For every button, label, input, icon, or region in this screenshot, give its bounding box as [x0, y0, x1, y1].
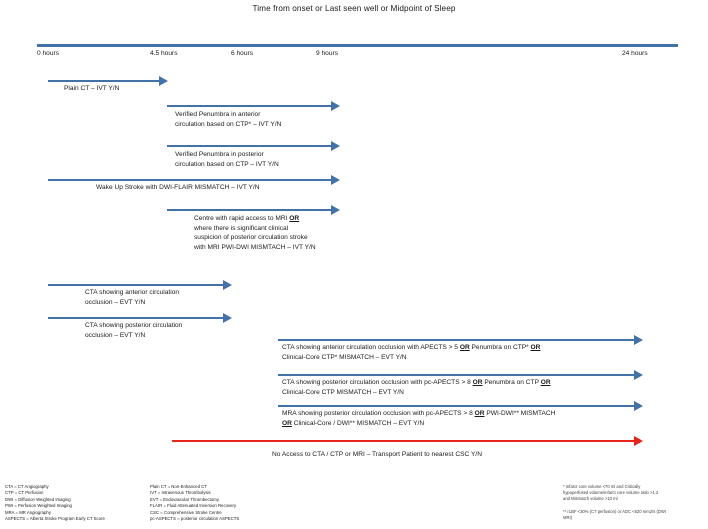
- arrow-head-icon: [634, 401, 643, 411]
- timeline-axis: [37, 44, 678, 47]
- pathway-arrow-cta-anterior-apects-evt: [278, 335, 643, 345]
- arrow-head-icon: [331, 205, 340, 215]
- legend-entry-item: PWI = Perfusion Weighted Imaging: [5, 503, 72, 509]
- pathway-arrow-cta-posterior-pcapects-evt: [278, 370, 643, 380]
- footnote-rlbf-adc: ** rLBF <30% (CT perfusion) or ADC <620 …: [563, 509, 667, 521]
- pathway-caption-plain-ct-ivt: Plain CT – IVT Y/N: [64, 85, 120, 92]
- arrow-head-icon: [634, 370, 643, 380]
- axis-tick-label: 4.5 hours: [150, 50, 178, 57]
- arrow-shaft: [48, 283, 224, 286]
- arrow-head-icon: [634, 436, 643, 446]
- legend-entry-item: CTA = CT Angiography: [5, 484, 49, 489]
- footnote-core-volume: * Infarct core volume <70 ml and Critica…: [563, 484, 659, 502]
- page-title: Time from onset or Last seen well or Mid…: [252, 4, 456, 13]
- arrow-shaft: [48, 79, 160, 82]
- arrow-shaft: [167, 104, 332, 107]
- arrow-shaft: [167, 208, 332, 211]
- arrow-shaft: [172, 439, 635, 442]
- pathway-caption-mra-posterior-pwi-dwi-evt: MRA showing posterior circulation occlus…: [282, 410, 556, 427]
- legend-entry-item: ASPECTS = Alberta Stroke Program Early C…: [5, 516, 105, 522]
- arrow-head-icon: [331, 141, 340, 151]
- arrow-shaft: [278, 373, 635, 376]
- pathway-arrow-cta-anterior-occlusion-evt: [48, 280, 232, 290]
- axis-tick-label: 24 hours: [622, 50, 648, 57]
- legend-entry-item: IVT = Intravenous Thrombolysis: [150, 490, 211, 496]
- pathway-caption-wake-up-stroke-dwi-flair: Wake Up Stroke with DWI-FLAIR MISMATCH –…: [96, 184, 260, 191]
- arrow-shaft: [167, 144, 332, 147]
- legend-entry-item: Plain CT = Non-Enhanced CT: [150, 484, 207, 489]
- arrow-head-icon: [223, 313, 232, 323]
- pathway-arrow-mra-posterior-pwi-dwi-evt: [278, 401, 643, 411]
- pathway-arrow-verified-penumbra-posterior-ctp: [167, 141, 340, 151]
- pathway-arrow-verified-penumbra-anterior-ctp: [167, 101, 340, 111]
- pathway-arrow-no-access-transport-csc: [172, 436, 643, 446]
- axis-tick-label: 0 hours: [37, 50, 59, 57]
- pathway-arrow-plain-ct-ivt: [48, 76, 168, 86]
- legend-entry-item: DWI = Diffusion Weighted Imaging: [5, 496, 71, 502]
- arrow-head-icon: [634, 335, 643, 345]
- pathway-arrow-centre-rapid-access-mri: [167, 205, 340, 215]
- axis-tick-label: 9 hours: [316, 50, 338, 57]
- pathway-caption-no-access-transport-csc: No Access to CTA / CTP or MRI – Transpor…: [272, 451, 482, 458]
- axis-tick-label: 6 hours: [231, 50, 253, 57]
- legend-entry-item: CSC = Comprehensive Stroke Centre: [150, 509, 222, 515]
- arrow-shaft: [48, 178, 332, 181]
- arrow-head-icon: [223, 280, 232, 290]
- pathway-caption-cta-anterior-apects-evt: CTA showing anterior circulation occlusi…: [282, 344, 541, 361]
- legend-entry-item: FLAIR = Fluid Attenuated Inversion Recov…: [150, 503, 237, 509]
- legend-entry-item: pc-ASPECTS = posterior circulation ASPEC…: [150, 516, 240, 522]
- arrow-shaft: [278, 338, 635, 341]
- legend-entry-item: MRA = MR Angiography: [5, 509, 51, 515]
- pathway-arrow-cta-posterior-occlusion-evt: [48, 313, 232, 323]
- arrow-head-icon: [331, 175, 340, 185]
- arrow-shaft: [48, 316, 224, 319]
- legend-entry-item: CTP = CT Perfusion: [5, 490, 44, 496]
- pathway-caption-cta-posterior-pcapects-evt: CTA showing posterior circulation occlus…: [282, 379, 551, 396]
- arrow-shaft: [278, 404, 635, 407]
- legend-entry-item: EVT = Endovascular Thrombectomy: [150, 496, 219, 502]
- arrow-head-icon: [331, 101, 340, 111]
- pathway-arrow-wake-up-stroke-dwi-flair: [48, 175, 340, 185]
- arrow-head-icon: [159, 76, 168, 86]
